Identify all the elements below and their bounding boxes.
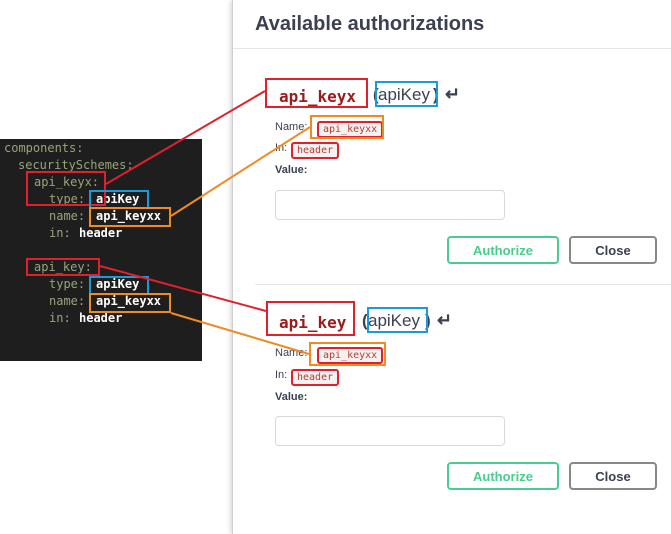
yaml-scheme-api-keyx: api_keyx: <box>34 175 100 189</box>
return-arrow-icon-2: ↵ <box>437 310 453 330</box>
yaml-in-key-2: in: <box>49 311 71 325</box>
value-input-2[interactable] <box>275 416 505 446</box>
yaml-type-key-2: type: <box>49 277 86 291</box>
yaml-scheme-api-key: api_key: <box>34 260 92 274</box>
highlight-name-api-keyxx-modal <box>310 115 384 139</box>
section-divider <box>255 284 671 285</box>
highlight-scheme-api-keyx <box>265 78 368 108</box>
scheme-type-2: apiKey <box>368 311 420 330</box>
authorizations-modal: Available authorizations api_keyx ( apiK… <box>232 0 671 534</box>
in-label-2: In: <box>275 369 288 381</box>
highlight-yaml-name-2 <box>89 293 171 313</box>
title-divider <box>233 48 671 49</box>
in-label: In: <box>275 142 288 154</box>
close-button-2[interactable]: Close <box>569 462 657 490</box>
yaml-in-value-2: header <box>79 311 123 325</box>
name-label: Name: <box>275 121 308 133</box>
value-label-2: Value: <box>275 391 308 403</box>
yaml-name-value: api_keyxx <box>96 209 162 223</box>
scheme-name: api_keyx <box>279 87 357 106</box>
yaml-type-value: apiKey <box>96 192 140 206</box>
highlight-scheme-api-key <box>266 301 355 336</box>
yaml-security-schemes: securitySchemes: <box>18 158 134 172</box>
value-label: Value: <box>275 164 308 176</box>
name-value-2: api_keyxx <box>317 347 384 364</box>
in-value-2: header <box>291 369 340 386</box>
highlight-yaml-name <box>89 207 171 227</box>
highlight-type-apikey-modal-2 <box>367 307 428 333</box>
modal-title: Available authorizations <box>255 13 485 35</box>
yaml-components: components: <box>4 141 84 155</box>
yaml-type-key: type: <box>49 192 86 206</box>
yaml-in-key: in: <box>49 226 71 240</box>
scheme-type: apiKey <box>378 85 430 104</box>
highlight-type-apikey-modal <box>375 81 438 107</box>
yaml-name-key: name: <box>49 209 86 223</box>
return-arrow-icon: ↵ <box>445 84 461 104</box>
authorize-button-2[interactable]: Authorize <box>447 462 559 490</box>
paren-close: ) <box>433 85 439 104</box>
highlight-yaml-api-keyx <box>26 171 106 206</box>
value-input[interactable] <box>275 190 505 220</box>
authorize-button[interactable]: Authorize <box>447 236 559 264</box>
highlight-yaml-api-key <box>26 258 100 276</box>
yaml-in-value: header <box>79 226 123 240</box>
paren-open-2: ( <box>362 311 368 330</box>
close-button[interactable]: Close <box>569 236 657 264</box>
in-value: header <box>291 142 340 159</box>
name-label-2: Name: <box>275 347 308 359</box>
highlight-name-api-keyxx-modal-2 <box>309 342 386 366</box>
yaml-name-key-2: name: <box>49 294 86 308</box>
